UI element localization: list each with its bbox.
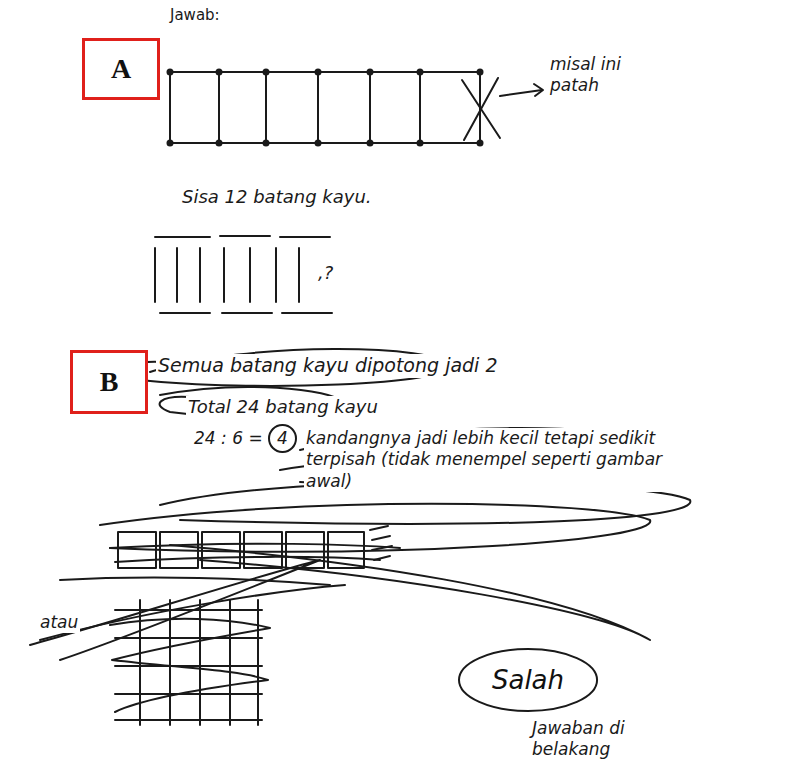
part-letter: A [111,53,131,85]
crossed-text: 24 : 6 = [192,428,265,449]
crossed-text: Total 24 batang kayu [186,396,380,419]
answer-part-box: A [82,38,160,100]
circled-note: Salah [457,647,599,713]
part-letter: B [100,366,119,398]
crossed-text: kandangnya jadi lebih kecil tetapi sedik… [304,428,708,492]
note-text: Jawaban di belakang [530,718,684,761]
note-text: Salah [492,665,564,695]
note-text: misal ini patah [548,54,647,97]
heading-text: Jawab: [168,6,222,25]
note-text: ,? [316,262,335,285]
crossed-text: Semua batang kayu dipotong jadi 2 [156,354,500,378]
circled-number: 4 [268,424,297,453]
note-text: Sisa 12 batang kayu. [180,186,374,209]
note-text: atau [38,612,80,633]
answer-part-box: B [70,350,148,414]
